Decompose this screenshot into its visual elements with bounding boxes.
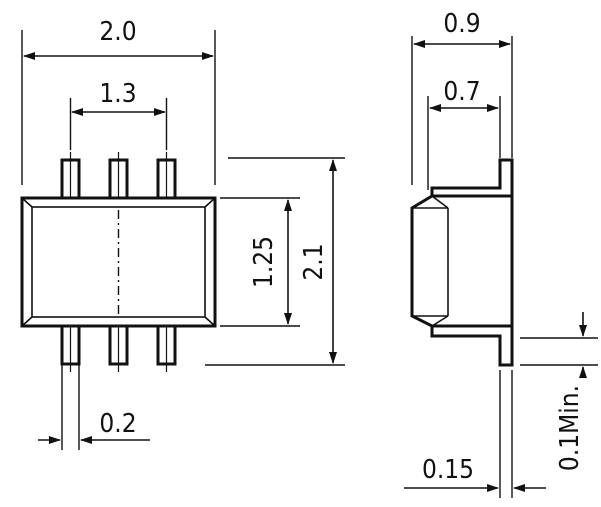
- dim-width-label: 2.0: [99, 17, 136, 47]
- dim-pitch: 1.3: [69, 79, 168, 150]
- dim-lead-width: 0.2: [38, 364, 150, 450]
- dim-lead-thickness-label: 0.15: [422, 455, 474, 485]
- dim-overall-length-label: 2.1: [299, 243, 329, 280]
- dim-pitch-label: 1.3: [99, 79, 136, 109]
- dim-height: 0.9: [411, 9, 513, 185]
- dim-height-label: 0.9: [443, 9, 480, 39]
- package-body-inner: [31, 206, 206, 318]
- dim-body-height-label: 0.7: [443, 77, 480, 107]
- dim-overall-length: 2.1: [205, 157, 345, 366]
- top-view: 2.0 1.3 1.25 2.1 0.2: [20, 17, 345, 450]
- dim-body-height: 0.7: [427, 77, 501, 190]
- dim-body-length-label: 1.25: [249, 236, 279, 288]
- dim-body-length: 1.25: [220, 197, 300, 327]
- dim-lead-thickness: 0.15: [404, 370, 546, 498]
- dim-width: 2.0: [21, 17, 216, 185]
- dim-lead-width-label: 0.2: [99, 409, 136, 439]
- dim-standoff-label: 0.1Min.: [555, 385, 585, 471]
- side-view: 0.9 0.7 0.15 0.1Min.: [404, 9, 598, 498]
- side-body: [410, 194, 514, 328]
- lower-lead: [430, 320, 514, 367]
- top-pins: [60, 152, 177, 212]
- dim-standoff: 0.1Min.: [520, 312, 598, 471]
